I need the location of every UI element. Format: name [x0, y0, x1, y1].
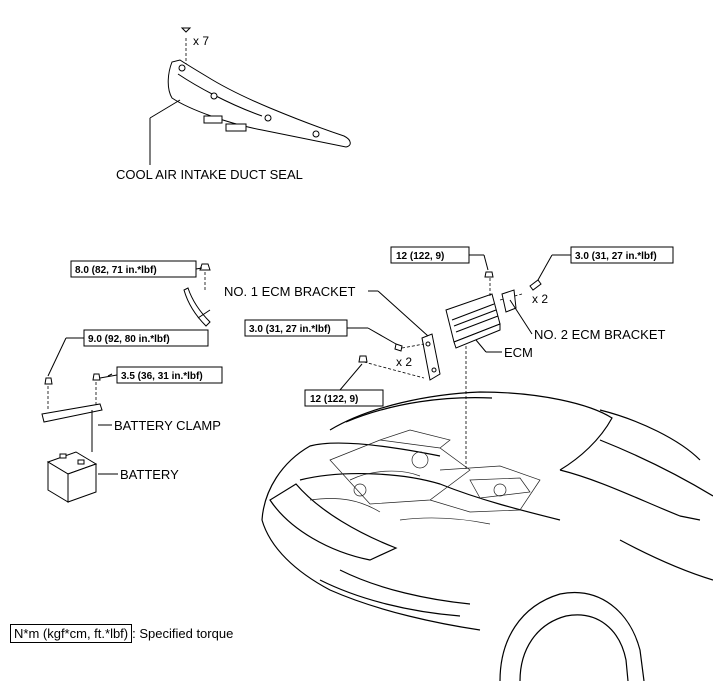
- no2-bolts-count: x 2: [532, 292, 548, 306]
- torque-3-5-label: 3.5 (36, 31 in.*lbf): [121, 371, 203, 382]
- cool-air-intake-duct-seal-part: [149, 27, 351, 165]
- battery-part: [46, 451, 98, 503]
- torque-8-0-label: 8.0 (82, 71 in.*lbf): [75, 265, 157, 276]
- torque-12-top-label: 12 (122, 9): [396, 251, 444, 262]
- no1-ecm-bracket-label: NO. 1 ECM BRACKET: [224, 284, 356, 299]
- torque-box-12-bottom: [304, 389, 384, 407]
- torque-3-0-left-label: 3.0 (31, 27 in.*lbf): [249, 324, 331, 335]
- torque-12-bottom-label: 12 (122, 9): [310, 394, 358, 405]
- vehicle-illustration: [261, 391, 713, 681]
- ecm-part: [445, 278, 523, 470]
- ecm-label: ECM: [504, 345, 533, 360]
- torque-9-0-label: 9.0 (92, 80 in.*lbf): [88, 334, 170, 345]
- torque-legend: N*m (kgf*cm, ft.*lbf) : Specified torque: [10, 623, 233, 643]
- no1-bolts-count: x 2: [396, 355, 412, 369]
- battery-label: BATTERY: [120, 467, 179, 482]
- no1-ecm-bracket-part: [377, 290, 441, 381]
- no2-ecm-bracket-part: [501, 289, 533, 335]
- seal-clips-count: x 7: [193, 34, 209, 48]
- cool-air-intake-duct-seal-label: COOL AIR INTAKE DUCT SEAL: [116, 167, 303, 182]
- bolt-12-bottom-part: [358, 355, 368, 363]
- battery-clamp-label: BATTERY CLAMP: [114, 418, 221, 433]
- torque-3-0-right-label: 3.0 (31, 27 in.*lbf): [575, 251, 657, 262]
- torque-legend-unit: N*m (kgf*cm, ft.*lbf): [10, 623, 133, 643]
- battery-clamp-part: [41, 373, 113, 452]
- torque-legend-description: : Specified torque: [132, 625, 234, 641]
- no2-ecm-bracket-label: NO. 2 ECM BRACKET: [534, 327, 666, 342]
